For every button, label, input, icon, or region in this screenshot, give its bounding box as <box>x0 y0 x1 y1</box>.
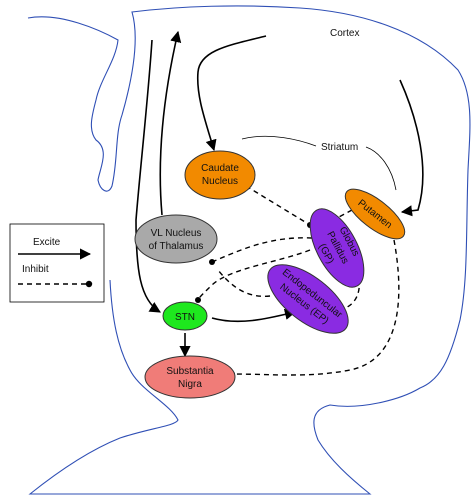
globus-pallidus-shape <box>309 208 365 288</box>
caudate-nucleus-shape <box>184 150 256 200</box>
caudate-to-gp-inhibit <box>245 185 311 226</box>
vl-thalamus-shape <box>134 214 218 264</box>
substantia-nigra-shape <box>144 355 236 399</box>
putamen-to-substantia-nigra-inhibit <box>231 239 400 376</box>
cortex-label: Cortex <box>330 28 359 39</box>
gp-to-thalamus-inhibit <box>211 237 313 263</box>
gp-to-stn-inhibit <box>197 249 311 301</box>
legend-excite-label: Excite <box>33 237 61 248</box>
endopeduncular-nucleus-shape <box>267 264 349 334</box>
stn-to-ep-arrow <box>211 308 297 323</box>
vl-thalamus-node: VL Nucleus of Thalamus <box>134 214 218 264</box>
putamen-node: Putamen <box>344 188 406 240</box>
caudate-nucleus-label-2: Nucleus <box>202 176 238 187</box>
thalamus-to-cortex-arrow <box>159 30 182 216</box>
cortex-to-stn-arrow <box>135 39 161 313</box>
putamen-shape <box>344 188 406 240</box>
legend-inhibit-label: Inhibit <box>22 264 49 275</box>
legend-inhibit-dot <box>85 280 93 288</box>
caudate-nucleus-node: Caudate Nucleus <box>184 150 256 200</box>
substantia-nigra-node: Substantia Nigra <box>144 355 236 399</box>
stn-shape <box>162 301 208 331</box>
substantia-nigra-label-1: Substantia <box>166 366 214 377</box>
stn-label: STN <box>175 312 195 323</box>
caudate-nucleus-label-1: Caudate <box>201 163 239 174</box>
substantia-nigra-label-2: Nigra <box>178 379 202 390</box>
stn-node: STN <box>162 301 208 331</box>
striatum-bracket-left <box>241 135 317 147</box>
striatum-label: Striatum <box>321 142 358 153</box>
gp-to-stn-dot <box>195 297 201 303</box>
cortex-to-putamen-arrow <box>399 79 424 217</box>
brain-outline <box>27 5 471 495</box>
legend-box <box>9 223 105 303</box>
cortex-to-caudate-arrow <box>196 35 267 152</box>
vl-thalamus-label-2: of Thalamus <box>149 241 204 252</box>
legend: Excite Inhibit <box>9 223 105 303</box>
striatum-bracket-right <box>365 146 397 191</box>
gp-to-thalamus-dot <box>209 259 215 265</box>
globus-pallidus-node: Globus Pallidus (GP) <box>309 208 365 288</box>
vl-thalamus-label-1: VL Nucleus <box>151 228 202 239</box>
ep-to-thalamus-inhibit <box>217 269 271 297</box>
